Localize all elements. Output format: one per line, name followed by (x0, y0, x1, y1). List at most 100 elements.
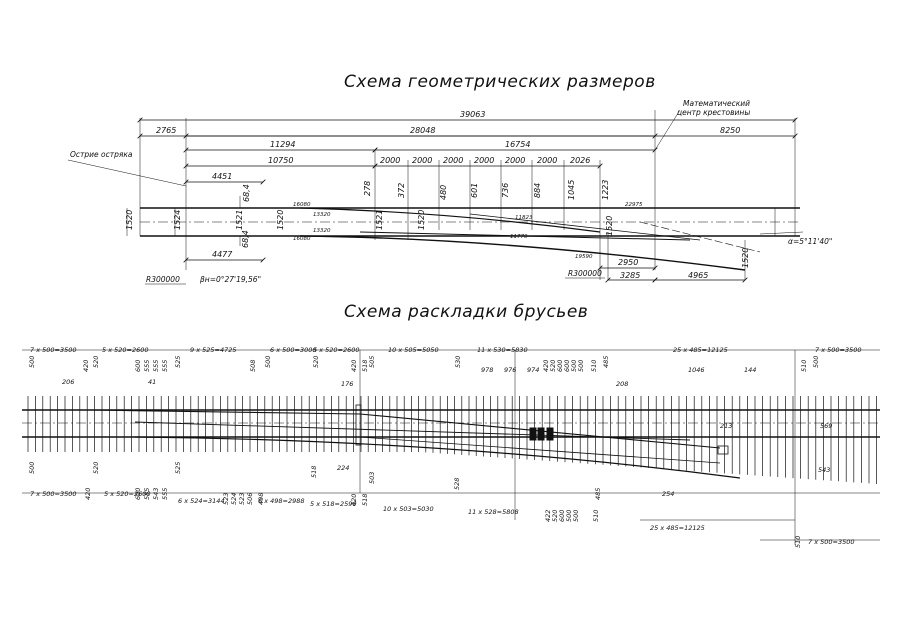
radius-left-label: R300000 (146, 275, 180, 284)
joint-block (355, 404, 362, 446)
layout-scheme-title: Схема раскладки брусьев (344, 302, 589, 322)
frog-block-3 (546, 427, 554, 441)
dim-middle: 28048 (410, 126, 435, 135)
top-group-dimension: 420 (82, 360, 90, 372)
top-inner-dimension: 525 (174, 356, 182, 368)
bottom-group-dimension: 555 (161, 488, 169, 500)
bottom-inner-dimension: 569 (820, 422, 832, 430)
dim-step: 2000 (380, 156, 400, 165)
gauge-value: 1520 (276, 210, 285, 230)
bottom-group-dimension: 543 (152, 488, 160, 500)
top-group-dimension: 420 (350, 360, 358, 372)
top-inner-dimension: 974 (527, 366, 539, 374)
gauge-value: 1524 (173, 210, 182, 230)
gauge-value: 1520 (417, 210, 426, 230)
bottom-inner-dimension: 213 (720, 422, 732, 430)
bottom-group-dimension: 7 x 500=3500 (808, 538, 855, 546)
bottom-group-dimension: 600 (558, 510, 566, 522)
diverging-rail-inner (299, 207, 601, 233)
bottom-group-dimension: 506 (246, 493, 254, 505)
bottom-group-dimension: 498 (257, 493, 265, 505)
dim-10750: 10750 (268, 156, 293, 165)
top-inner-dimension: 978 (481, 366, 493, 374)
dim-step: 2000 (537, 156, 557, 165)
top-inner-dimension: 144 (744, 366, 756, 374)
inner-dimension: 13320 (313, 212, 331, 218)
bottom-group-dimension: 555 (143, 488, 151, 500)
beta-angle-label: βн=0°27'19,56" (200, 275, 261, 284)
top-group-dimension: 510 (590, 360, 598, 372)
ordinate-value: 278 (363, 181, 372, 196)
dim-2950: 2950 (618, 258, 638, 267)
radius-right-label: R300000 (568, 269, 602, 278)
top-inner-dimension: 500 (28, 356, 36, 368)
bottom-group-dimension: 10 x 503=5030 (383, 505, 434, 513)
top-inner-dimension: 520 (92, 356, 100, 368)
wing-rail (469, 213, 701, 241)
top-inner-dimension: 176 (341, 380, 353, 388)
bottom-inner-dimension: 500 (28, 462, 36, 474)
math-center-label-1: Математический (683, 99, 750, 108)
bottom-group-dimension: 518 (361, 494, 369, 506)
top-inner-dimension: 505 (368, 356, 376, 368)
bottom-group-dimension: 422 (544, 510, 552, 522)
top-group-dimension: 555 (161, 360, 169, 372)
dim-16754: 16754 (505, 140, 530, 149)
ordinate-value: 884 (533, 183, 542, 198)
ordinate-value: 1223 (601, 180, 610, 200)
dim-total: 39063 (460, 110, 485, 119)
frog-block-1 (529, 427, 537, 441)
ordinate-value: 68,4 (241, 230, 250, 248)
top-group-dimension: 600 (563, 360, 571, 372)
ordinate-value: 372 (397, 183, 406, 198)
top-group-dimension: 6 x 500=3000 (270, 346, 317, 354)
geometry-scheme (67, 109, 804, 285)
bottom-inner-dimension: 224 (337, 464, 349, 472)
top-group-dimension: 520 (549, 360, 557, 372)
top-inner-dimension: 520 (312, 356, 320, 368)
ordinate-value: 480 (439, 185, 448, 200)
top-group-dimension: 7 x 500=3500 (815, 346, 862, 354)
bottom-inner-dimension: 485 (594, 488, 602, 500)
bottom-group-dimension: 500 (565, 510, 573, 522)
bottom-group-dimension: 500 (572, 510, 580, 522)
dim-step: 2000 (474, 156, 494, 165)
bottom-group-dimension: 510 (794, 536, 802, 548)
inner-dimension: 16080 (293, 236, 311, 242)
frog-block-2 (537, 427, 545, 441)
dim-4451: 4451 (212, 172, 232, 181)
bottom-group-dimension: 25 x 485=12125 (650, 524, 705, 532)
inner-dimension: 22975 (625, 202, 643, 208)
top-group-dimension: 9 x 525=4725 (190, 346, 237, 354)
curved-switch-rail (359, 231, 691, 241)
gauge-value: 1521 (235, 210, 244, 230)
bottom-inner-dimension: 520 (92, 462, 100, 474)
bottom-inner-dimension: 254 (662, 490, 674, 498)
bottom-group-dimension: 5 x 520=2600 (104, 490, 151, 498)
math-center-label-2: центр крестовины (677, 108, 750, 117)
bottom-group-dimension: 420 (350, 494, 358, 506)
bottom-group-dimension: 520 (551, 510, 559, 522)
bottom-group-dimension: 523 (222, 493, 230, 505)
inner-dimension: 11823 (515, 215, 533, 221)
top-group-dimension: 25 x 485=12125 (673, 346, 728, 354)
top-inner-dimension: 1046 (688, 366, 705, 374)
top-group-dimension: 7 x 500=3500 (30, 346, 77, 354)
top-group-dimension: 555 (152, 360, 160, 372)
bottom-inner-dimension: 503 (368, 472, 376, 484)
geometry-dimensions: 39063 2765 28048 8250 11294 16754 10750 … (125, 110, 750, 280)
top-inner-dimension: 485 (602, 356, 610, 368)
bottom-inner-dimension: 518 (310, 466, 318, 478)
gauge-value: 1521 (375, 210, 384, 230)
top-inner-dimension: 976 (504, 366, 516, 374)
bottom-group-dimension: 11 x 528=5808 (468, 508, 519, 516)
top-group-dimension: 11 x 530=5830 (477, 346, 528, 354)
dim-3285: 3285 (620, 271, 640, 280)
dim-step: 2026 (570, 156, 590, 165)
dim-11294: 11294 (270, 140, 295, 149)
top-inner-dimension: 530 (454, 356, 462, 368)
dim-4477: 4477 (212, 250, 233, 259)
inner-dimension: 13320 (313, 228, 331, 234)
ordinate-value: 601 (470, 183, 479, 198)
bottom-inner-dimension: 525 (174, 462, 182, 474)
